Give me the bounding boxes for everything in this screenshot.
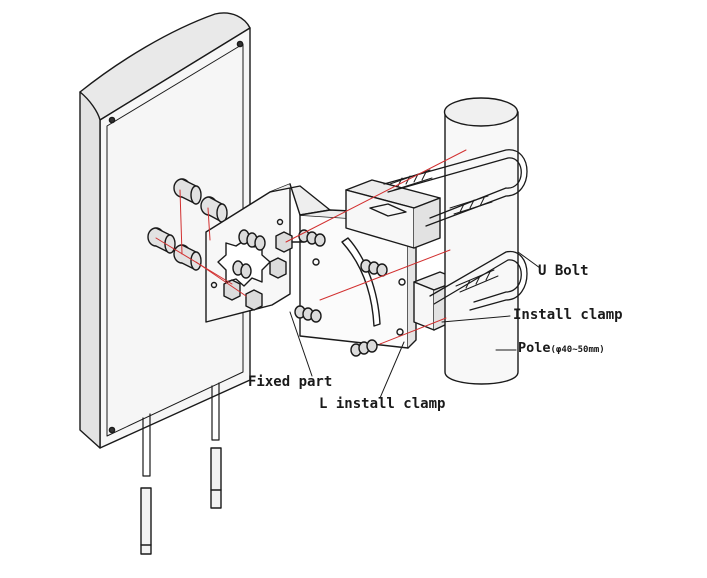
u-bolt-thread — [455, 269, 499, 293]
u-bolt-lower — [429, 251, 528, 311]
cable-right — [211, 382, 220, 441]
panel-screw — [108, 426, 116, 434]
l-install-clamp-hole — [396, 328, 404, 336]
standoff — [173, 178, 202, 205]
leader-u-bolt — [517, 251, 541, 269]
standoff — [173, 244, 202, 271]
pole-label: Pole(φ40~50mm) — [518, 340, 605, 356]
hex-bolt — [275, 231, 305, 253]
pole-body — [444, 111, 519, 385]
antenna-standoffs — [147, 178, 228, 271]
pole-label-text: Pole — [518, 340, 551, 356]
leader-install-clamp — [441, 315, 511, 323]
connector-right — [210, 447, 222, 509]
pole — [443, 97, 519, 385]
panel-antenna-inner-border — [106, 43, 244, 437]
assembly-guide-line — [207, 207, 211, 241]
hex-bolt — [245, 289, 263, 311]
u-bolt-label: U Bolt — [538, 263, 589, 279]
washer-stack — [232, 260, 252, 279]
washer-stack — [360, 259, 388, 277]
cable-left — [142, 413, 151, 477]
assembly-guide-line — [155, 237, 233, 285]
hex-bolt — [269, 257, 287, 279]
assembly-guide-line — [195, 261, 247, 297]
fixed-part-hole — [210, 281, 218, 289]
assembly-guide-line — [379, 317, 447, 345]
l-install-clamp-hole — [398, 278, 406, 286]
panel-screw — [108, 116, 116, 124]
panel-antenna — [79, 12, 251, 555]
assembly-guide-line — [179, 189, 183, 255]
pole-top — [443, 97, 519, 127]
washer-stack — [298, 229, 326, 247]
l-install-clamp-hole — [312, 258, 320, 266]
pole-diameter-spec: (φ40~50mm) — [550, 345, 605, 355]
l-install-clamp-arc-slot — [341, 237, 381, 327]
u-bolts — [383, 149, 528, 311]
label-leader-lines — [289, 251, 541, 399]
assembly-guide-lines — [155, 149, 467, 345]
fixed-part-label: Fixed part — [248, 374, 333, 390]
u-bolt-upper — [383, 149, 528, 227]
leader-fixed-part — [289, 311, 313, 377]
l-install-clamp-label: L install clamp — [319, 396, 446, 412]
leader-l-install-clamp — [379, 341, 405, 399]
hex-bolt — [223, 279, 241, 301]
install-clamp-label: Install clamp — [513, 307, 623, 323]
panel-screw — [236, 40, 244, 48]
assembly-guide-line — [319, 249, 451, 301]
assembly-guide-line — [285, 149, 467, 243]
standoff — [147, 227, 176, 254]
washer-stack — [294, 305, 322, 323]
u-bolt-thread — [449, 195, 493, 215]
install-clamp-upper — [345, 179, 441, 249]
panel-antenna-front — [79, 91, 101, 449]
connector-left — [140, 487, 152, 555]
washer-stack — [238, 229, 266, 251]
bolts-and-washers — [223, 229, 388, 357]
fixed-part-hole — [276, 218, 284, 226]
washer-stack — [350, 339, 378, 357]
